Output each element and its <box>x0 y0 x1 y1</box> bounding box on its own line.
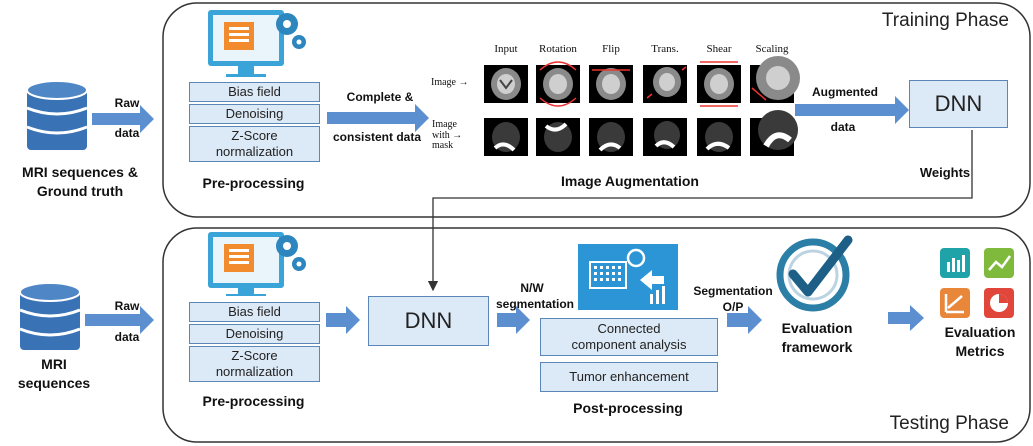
aug-col-scaling: Scaling <box>755 43 789 55</box>
evaluation-metrics-label: Evaluation Metrics <box>944 324 1016 359</box>
preprocessing-label: Pre-processing <box>202 393 305 409</box>
denoising-box: Denoising <box>189 104 320 124</box>
aug-tile-shear-mask <box>697 118 741 156</box>
aug-tile-scaling-mask <box>750 110 798 156</box>
aug-col-rotation: Rotation <box>539 43 577 55</box>
data-label: data <box>114 330 140 344</box>
aug-tile-input-image <box>484 65 528 103</box>
weights-label: Weights <box>919 165 971 180</box>
raw-label: Raw <box>114 96 140 110</box>
preprocessing-label: Pre-processing <box>202 175 305 191</box>
aug-tile-translation-mask <box>643 118 687 156</box>
training-source-label: MRI sequences & Ground truth <box>22 164 138 199</box>
zscore-normalization-box: Z-Score normalization <box>189 346 320 382</box>
aug-tile-flip-mask <box>589 118 633 156</box>
dnn-box: DNN <box>368 296 489 346</box>
aug-tile-shear-image <box>697 61 741 107</box>
metrics-growth-chart-icon <box>940 288 970 318</box>
aug-col-input: Input <box>494 43 518 55</box>
augmentation-grid <box>484 56 800 156</box>
aug-row-image: Image → <box>431 77 469 88</box>
raw-label: Raw <box>114 299 140 313</box>
flow-arrow <box>888 305 924 331</box>
aug-tile-translation-image <box>643 65 687 103</box>
aug-col-trans: Trans. <box>651 43 679 55</box>
flow-arrow <box>92 105 154 133</box>
bias-field-box: Bias field <box>189 302 320 322</box>
aug-tile-rotation-mask <box>536 118 580 156</box>
aug-col-flip: Flip <box>602 43 620 55</box>
evaluation-framework-label: Evaluation framework <box>781 320 853 355</box>
database-icon <box>19 282 81 350</box>
preprocessing-monitor-icon <box>208 232 306 296</box>
aug-row-mask: Image with → mask <box>432 119 463 151</box>
flow-arrow <box>727 306 762 334</box>
flow-arrow <box>327 104 429 132</box>
image-augmentation-label: Image Augmentation <box>561 173 699 189</box>
metrics-pie-chart-icon <box>984 288 1014 318</box>
training-phase-frame <box>162 2 1031 218</box>
aug-tile-rotation-image <box>536 61 580 107</box>
dnn-box: DNN <box>909 80 1008 128</box>
weights-connector <box>427 130 973 292</box>
metrics-line-chart-icon <box>984 248 1014 278</box>
data-label: data <box>114 126 140 140</box>
connected-component-box: Connected component analysis <box>540 318 718 356</box>
zscore-normalization-box: Z-Score normalization <box>189 126 320 162</box>
postprocessing-label: Post-processing <box>573 400 683 416</box>
bias-field-box: Bias field <box>189 82 320 102</box>
aug-col-shear: Shear <box>706 43 732 55</box>
tumor-enhancement-box: Tumor enhancement <box>540 362 718 392</box>
augmented-label: Augmented <box>812 85 878 99</box>
postprocessing-dashboard-icon <box>578 244 678 310</box>
aug-tile-flip-image <box>589 65 633 103</box>
complete-label: Complete & <box>346 90 414 104</box>
consistent-data-label: consistent data <box>332 130 422 144</box>
segmentation-op-label: Segmentation O/P <box>693 284 773 314</box>
training-phase-title: Training Phase <box>881 10 1009 31</box>
testing-source-label: MRI sequences <box>17 356 91 391</box>
augmented-data-label: data <box>830 120 856 134</box>
flow-arrow <box>497 306 530 334</box>
nw-segmentation-label: N/W segmentation <box>496 281 575 311</box>
flow-arrow <box>85 306 154 334</box>
evaluation-check-icon <box>776 235 853 312</box>
testing-phase-title: Testing Phase <box>889 413 1009 434</box>
aug-tile-input-mask <box>484 118 528 156</box>
flow-arrow <box>326 306 360 334</box>
aug-tile-scaling-image <box>750 56 800 103</box>
metrics-bar-chart-icon <box>940 248 970 278</box>
flow-arrow <box>795 96 909 124</box>
denoising-box: Denoising <box>189 324 320 344</box>
database-icon <box>26 80 88 150</box>
preprocessing-monitor-icon <box>208 10 306 77</box>
